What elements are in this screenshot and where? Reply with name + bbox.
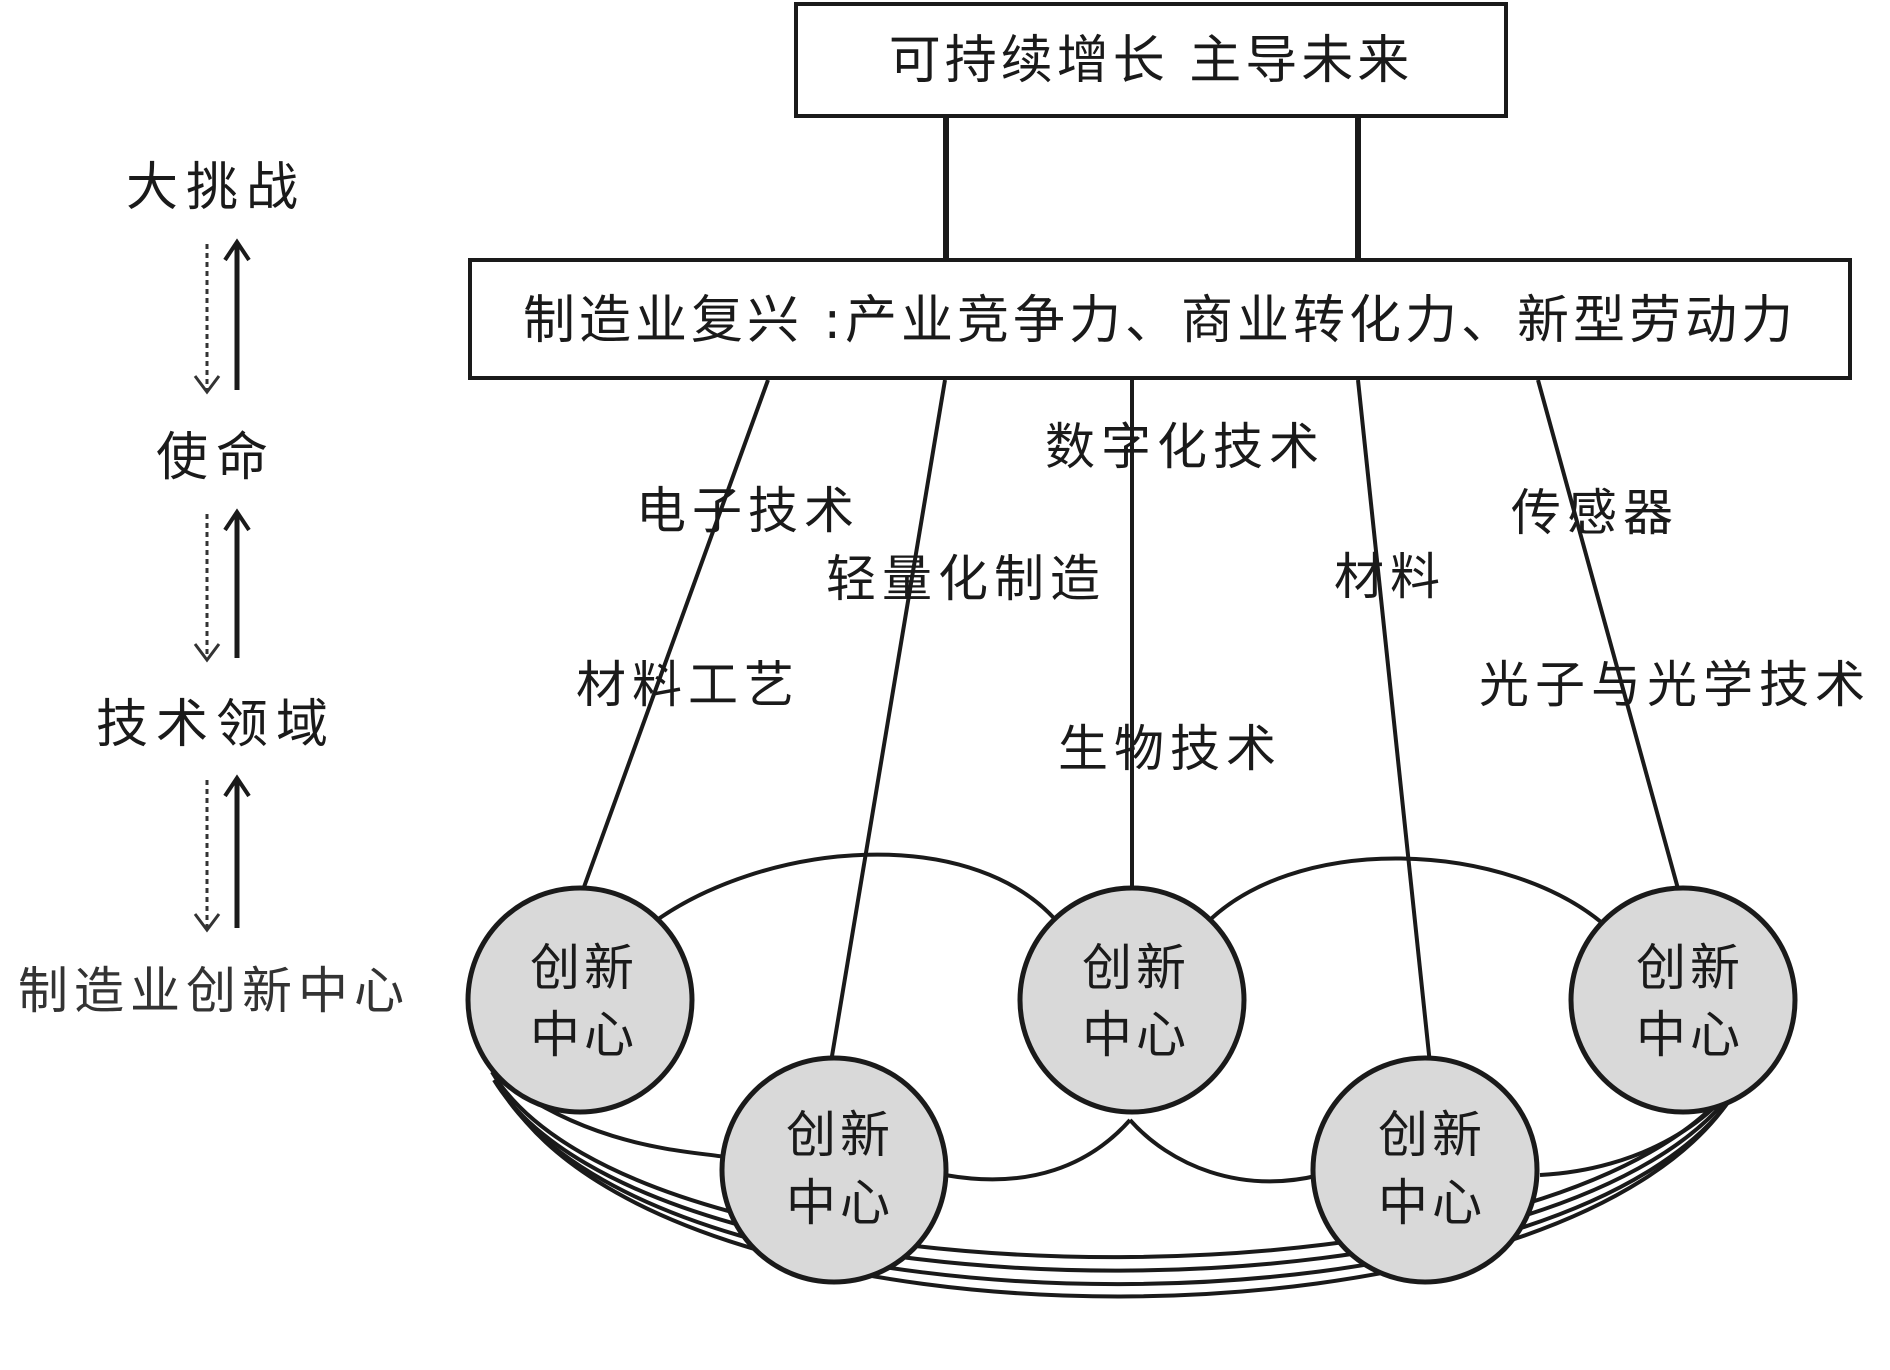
node-label-bottom: 中心 bbox=[1082, 1006, 1190, 1064]
tech-sensors: 传感器 bbox=[1511, 484, 1679, 542]
tech-material-process: 材料工艺 bbox=[576, 656, 800, 714]
mission-box bbox=[468, 258, 1852, 380]
node-label-bottom: 中心 bbox=[1378, 1174, 1486, 1232]
mission-links bbox=[578, 379, 1682, 1069]
tech-photonics: 光子与光学技术 bbox=[1479, 656, 1871, 714]
level-grand-challenge: 大挑战 bbox=[126, 158, 306, 218]
level-innovation-center: 制造业创新中心 bbox=[18, 962, 410, 1020]
goal-box bbox=[794, 2, 1508, 118]
node-label-top: 创新 bbox=[786, 1106, 894, 1164]
innovation-center-1: 创新 中心 bbox=[465, 885, 695, 1115]
tech-digital: 数字化技术 bbox=[1045, 418, 1325, 476]
level-arrow-2 bbox=[193, 508, 251, 663]
tech-lightweight: 轻量化制造 bbox=[826, 550, 1106, 608]
innovation-center-3: 创新 中心 bbox=[1568, 885, 1798, 1115]
node-label-top: 创新 bbox=[530, 939, 638, 997]
level-arrow-3 bbox=[193, 774, 251, 933]
node-label-bottom: 中心 bbox=[786, 1174, 894, 1232]
mission-label: 制造业复兴 :产业竞争力、商业转化力、新型劳动力 bbox=[523, 291, 1797, 351]
node-label-top: 创新 bbox=[1082, 939, 1190, 997]
node-label-top: 创新 bbox=[1636, 939, 1744, 997]
node-label-bottom: 中心 bbox=[530, 1006, 638, 1064]
innovation-center-2: 创新 中心 bbox=[1017, 885, 1247, 1115]
node-label-bottom: 中心 bbox=[1636, 1006, 1744, 1064]
goal-label: 可持续增长 主导未来 bbox=[889, 31, 1414, 91]
level-tech-area: 技术领域 bbox=[96, 695, 336, 755]
tech-electronics: 电子技术 bbox=[636, 482, 860, 540]
tech-biotech: 生物技术 bbox=[1058, 720, 1282, 778]
level-mission: 使命 bbox=[156, 428, 276, 488]
level-arrow-1 bbox=[193, 238, 251, 395]
node-label-top: 创新 bbox=[1378, 1106, 1486, 1164]
tech-materials: 材料 bbox=[1334, 548, 1446, 606]
innovation-center-4: 创新 中心 bbox=[719, 1055, 949, 1285]
innovation-center-5: 创新 中心 bbox=[1310, 1055, 1540, 1285]
